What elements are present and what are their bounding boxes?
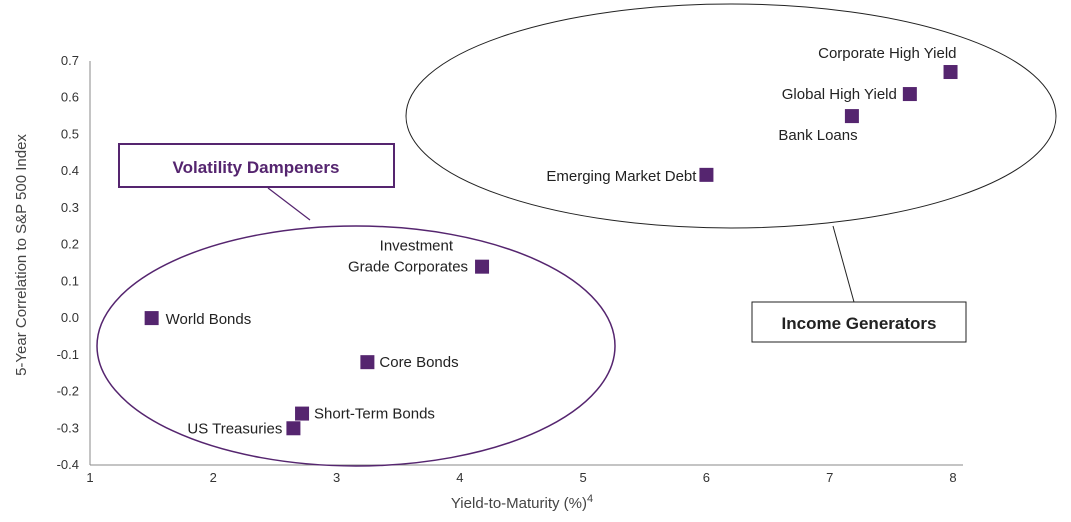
x-tick-label: 8 bbox=[949, 470, 956, 485]
data-point-marker bbox=[475, 259, 490, 274]
data-point-label: Short-Term Bonds bbox=[314, 406, 435, 423]
data-point-marker bbox=[295, 406, 310, 421]
x-tick-labels: 1 2 3 4 5 6 7 8 bbox=[86, 470, 956, 485]
y-axis-title: 5-Year Correlation to S&P 500 Index bbox=[13, 134, 30, 376]
data-point-label: Bank Loans bbox=[778, 127, 857, 144]
y-tick-label: -0.1 bbox=[57, 347, 79, 362]
data-point-marker bbox=[286, 421, 301, 436]
x-tick-label: 5 bbox=[580, 470, 587, 485]
y-tick-label: -0.3 bbox=[57, 420, 79, 435]
y-tick-label: -0.4 bbox=[57, 457, 79, 472]
volatility-dampeners-ellipse bbox=[96, 225, 616, 467]
data-point-label: Emerging Market Debt bbox=[546, 168, 697, 185]
income-generators-box bbox=[751, 301, 967, 343]
data-point-label: Core Bonds bbox=[379, 354, 458, 371]
volatility-dampeners-leader-line bbox=[267, 187, 311, 221]
data-point-marker bbox=[360, 355, 375, 370]
x-tick-label: 6 bbox=[703, 470, 710, 485]
income-generators-ellipse bbox=[405, 3, 1057, 229]
data-point-label: World Bonds bbox=[166, 311, 252, 328]
volatility-dampeners-label: Volatility Dampeners bbox=[173, 158, 340, 177]
data-point-marker bbox=[943, 65, 958, 80]
data-point-marker bbox=[699, 167, 714, 182]
y-tick-label: 0.4 bbox=[61, 163, 79, 178]
data-point-marker bbox=[144, 311, 159, 326]
y-tick-label: -0.2 bbox=[57, 384, 79, 399]
x-tick-label: 1 bbox=[86, 470, 93, 485]
data-points bbox=[144, 65, 958, 436]
y-tick-label: 0.7 bbox=[61, 53, 79, 68]
y-tick-label: 0.6 bbox=[61, 90, 79, 105]
data-point-marker bbox=[902, 87, 917, 102]
y-tick-label: 0.1 bbox=[61, 273, 79, 288]
x-axis-title: Yield-to-Maturity (%)4 bbox=[451, 493, 593, 512]
y-tick-label: 0.3 bbox=[61, 200, 79, 215]
x-axis-title-superscript: 4 bbox=[587, 493, 593, 505]
y-tick-labels: 0.7 0.6 0.5 0.4 0.3 0.2 0.1 0.0 -0.1 -0.2 -0.3 -0.4 bbox=[57, 53, 79, 472]
y-tick-label: 0.2 bbox=[61, 237, 79, 252]
data-point-label: US Treasuries bbox=[187, 420, 282, 437]
data-point-label: Global High Yield bbox=[782, 86, 897, 103]
volatility-dampeners-box bbox=[118, 143, 395, 188]
income-generators-leader-line bbox=[832, 225, 855, 303]
x-tick-label: 7 bbox=[826, 470, 833, 485]
x-tick-label: 2 bbox=[210, 470, 217, 485]
x-axis-title-text: Yield-to-Maturity (%) bbox=[451, 495, 587, 512]
y-tick-label: 0.5 bbox=[61, 126, 79, 141]
x-tick-label: 3 bbox=[333, 470, 340, 485]
data-point-label: Corporate High Yield bbox=[818, 45, 956, 62]
data-point-marker bbox=[844, 109, 859, 124]
income-generators-label: Income Generators bbox=[782, 314, 937, 333]
x-tick-label: 4 bbox=[456, 470, 463, 485]
y-tick-label: 0.0 bbox=[61, 310, 79, 325]
